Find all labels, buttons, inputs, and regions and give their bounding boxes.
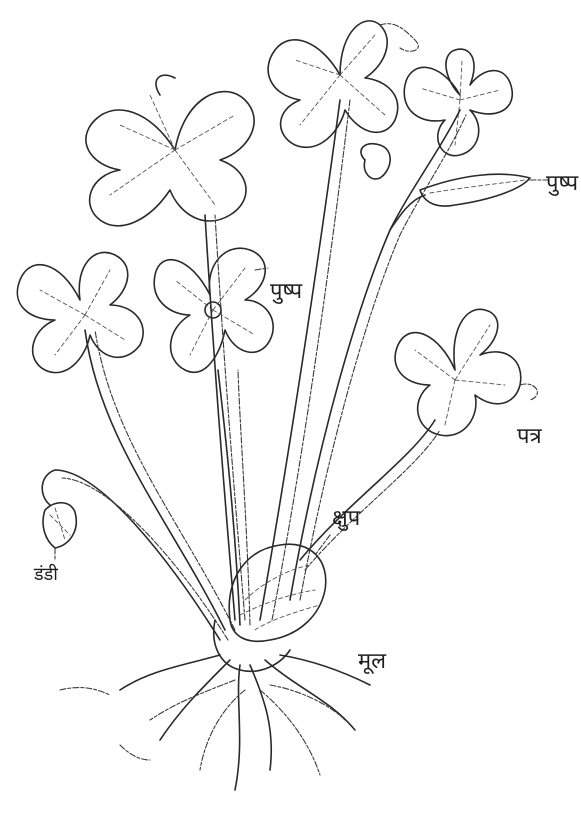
leaf-right [395,309,537,435]
stems [42,100,466,640]
bud-left [43,503,76,548]
label-stem: क्षुप [332,506,361,531]
label-flower-right: पुष्प [546,171,579,196]
label-flower-middle: पुष्प [270,279,303,304]
roots [60,655,370,790]
leaf-top-right [404,49,512,156]
label-root: मूल [358,649,387,675]
label-leaf: पत्र [517,424,542,449]
leaf-upper-left [86,75,254,226]
leaf-middle-left [17,252,143,372]
leaf-top-middle [268,21,418,147]
bud-right [420,174,530,206]
label-stalk: डंडी [33,563,58,585]
